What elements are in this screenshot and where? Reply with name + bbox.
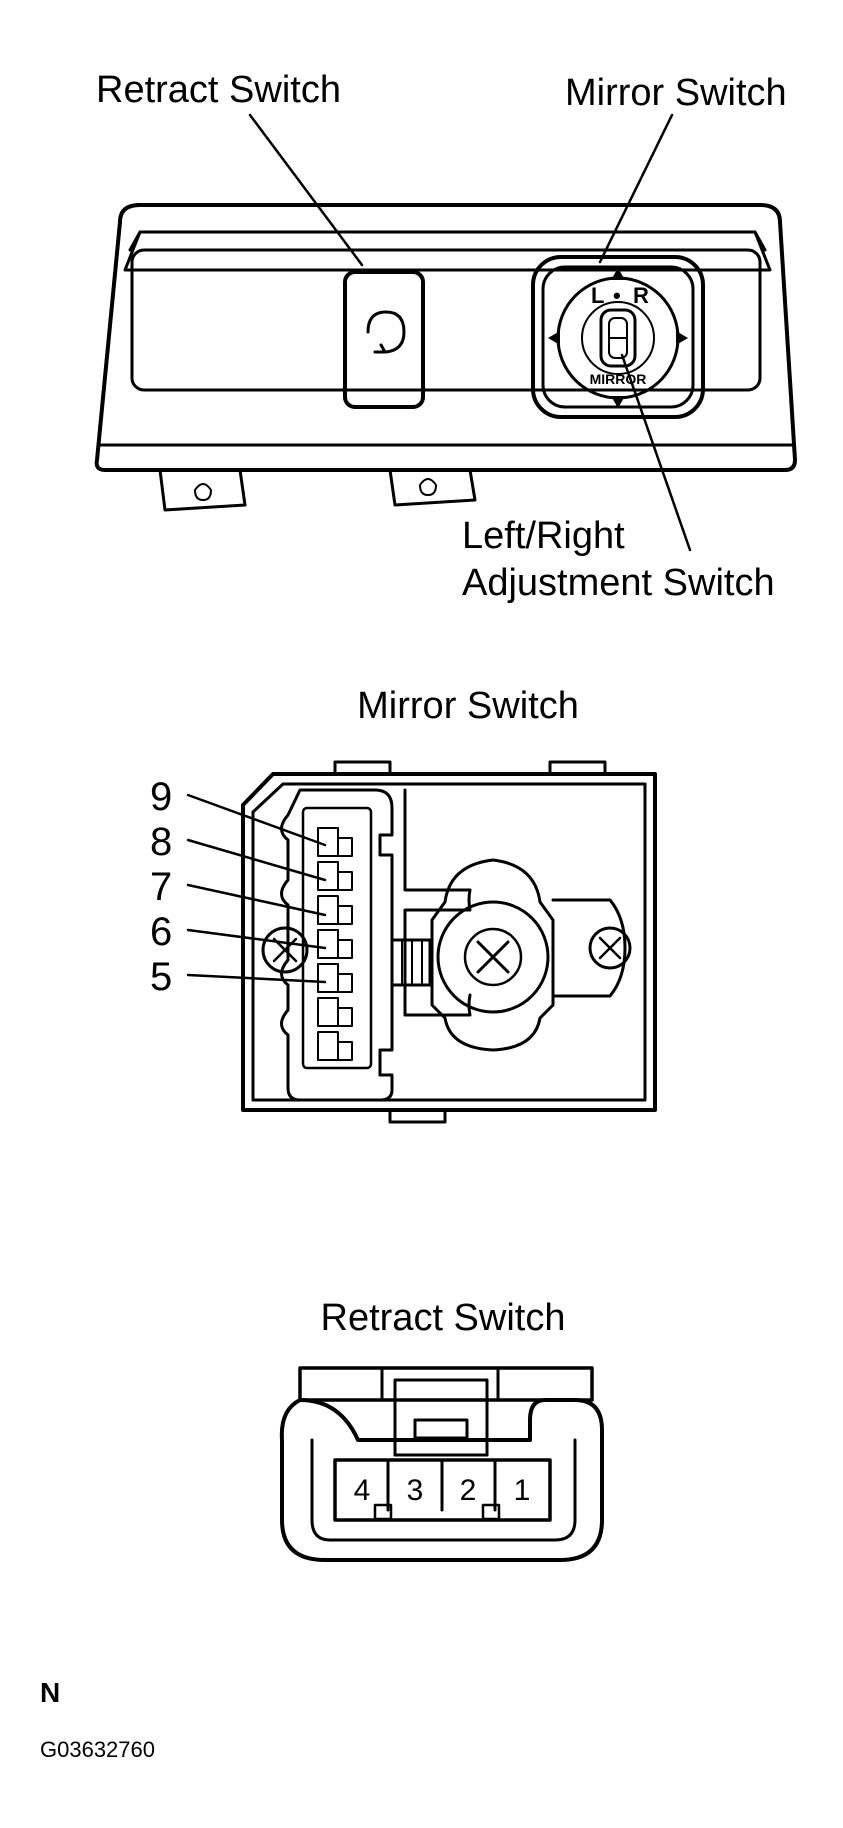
leader-lines-top xyxy=(248,113,692,552)
mounting-clip-left xyxy=(158,468,247,512)
switch-panel xyxy=(94,203,797,472)
retract-pin-label-4: 4 xyxy=(354,1474,371,1507)
pin-label-8: 8 xyxy=(150,820,172,864)
callout-adjust-line1: Left/Right xyxy=(462,515,625,557)
retract-pin-label-3: 3 xyxy=(407,1474,424,1507)
retract-pin-label-1: 1 xyxy=(514,1474,531,1507)
callout-retract-switch: Retract Switch xyxy=(96,69,341,111)
mirror-pin-labels: 9 8 7 6 5 xyxy=(150,775,327,999)
mounting-clip-right xyxy=(388,468,477,507)
retract-switch-button xyxy=(343,270,425,409)
knob-dot: • xyxy=(613,283,621,308)
figure-code: G03632760 xyxy=(40,1737,155,1762)
pin-label-9: 9 xyxy=(150,775,172,819)
arrow-up-icon xyxy=(611,268,625,280)
arrow-down-icon xyxy=(611,396,625,408)
mirror-switch-connector xyxy=(241,760,657,1124)
pin-label-6: 6 xyxy=(150,910,172,954)
knob-left-letter: L xyxy=(591,283,604,308)
retract-switch-connector-title: Retract Switch xyxy=(321,1297,566,1339)
pin-label-7: 7 xyxy=(150,865,172,909)
callout-adjust-line2: Adjustment Switch xyxy=(462,562,775,604)
arrow-right-icon xyxy=(676,331,688,345)
callout-mirror-switch: Mirror Switch xyxy=(565,72,787,114)
knob-right-letter: R xyxy=(633,283,649,308)
mirror-switch: L • R MIRROR xyxy=(531,255,705,419)
screw-right-icon xyxy=(588,926,632,970)
pin-label-5: 5 xyxy=(150,955,172,999)
retract-pin-label-2: 2 xyxy=(460,1474,477,1507)
footer-letter: N xyxy=(40,1677,60,1708)
screw-center-icon xyxy=(476,940,510,974)
knob-label: MIRROR xyxy=(590,371,647,387)
retract-switch-connector: 4 3 2 1 xyxy=(279,1366,604,1562)
arrow-left-icon xyxy=(548,331,560,345)
mirror-switch-connector-title: Mirror Switch xyxy=(357,685,579,727)
retract-icon xyxy=(366,310,406,354)
